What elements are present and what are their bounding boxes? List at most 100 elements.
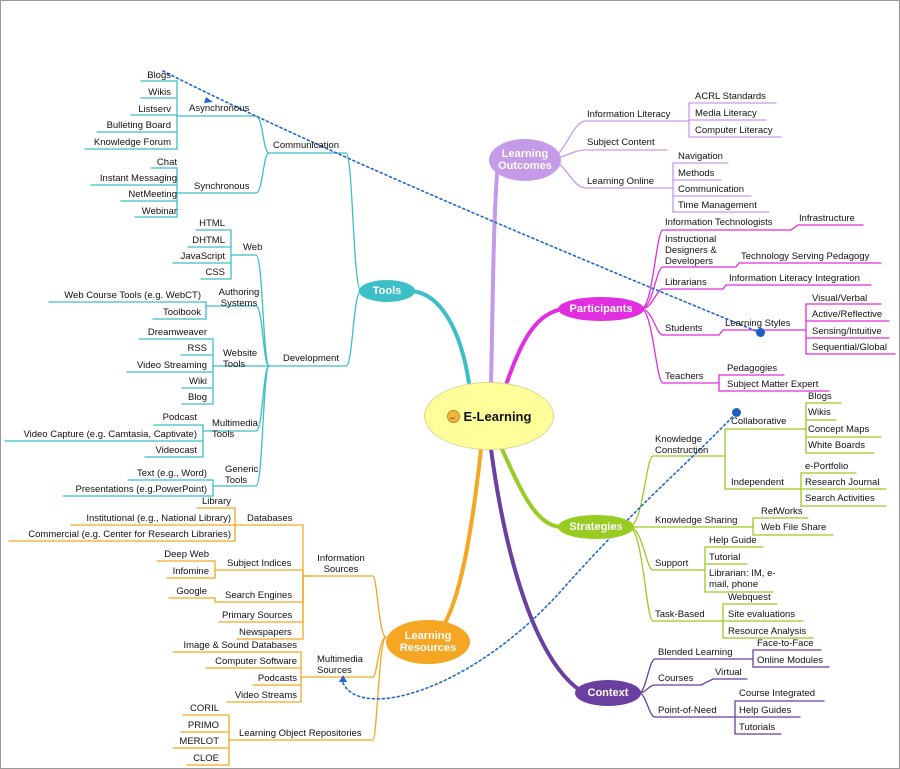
node-methods[interactable]: Methods [678,168,715,179]
node-subject-indices[interactable]: Subject Indices [227,558,292,569]
branch-context[interactable]: Context [575,680,641,706]
node-communication[interactable]: Communication [273,140,339,151]
node-blog[interactable]: Blog [187,392,207,403]
node-computer-software[interactable]: Computer Software [215,656,297,667]
node-knowledge-sharing[interactable]: Knowledge Sharing [655,515,738,526]
node-active-reflective[interactable]: Active/Reflective [812,309,883,320]
node-help-guide[interactable]: Help Guide [709,535,757,546]
node-wiki[interactable]: Wiki [189,376,207,387]
node-subject-content[interactable]: Subject Content [587,137,655,148]
central-node[interactable]: E-Learning [424,382,554,450]
node-search-engines[interactable]: Search Engines [225,590,293,601]
node-face-to-face[interactable]: Face-to-Face [757,638,814,649]
node-merlot[interactable]: MERLOT [179,736,219,747]
node-web-file-share[interactable]: Web File Share [761,522,827,533]
node-navigation[interactable]: Navigation [678,151,723,162]
node-point-of-need[interactable]: Point-of-Need [658,705,717,716]
node-site-evaluations[interactable]: Site evaluations [728,609,796,620]
node-google[interactable]: Google [176,586,207,597]
node-subject-matter-expert[interactable]: Subject Matter Expert [727,379,819,390]
branch-resources[interactable]: Learning Resources [386,620,470,664]
node-learning-online[interactable]: Learning Online [587,176,655,187]
node-information-literacy[interactable]: Information Literacy [587,109,671,120]
node-webinar[interactable]: Webinar [141,206,177,217]
node-webquest[interactable]: Webquest [728,592,771,603]
node-knowledge-forum[interactable]: Knowledge Forum [93,137,171,148]
branch-tools[interactable]: Tools [359,280,415,302]
node-dhtml[interactable]: DHTML [192,235,225,246]
node-resource-analysis[interactable]: Resource Analysis [728,626,807,637]
node-bulleting-board[interactable]: Bulleting Board [106,120,171,131]
node-knowledge-construction[interactable]: Knowledge Construction [655,434,709,456]
node-databases[interactable]: Databases [247,513,293,524]
node-development[interactable]: Development [283,353,339,364]
node-learning-styles[interactable]: Learning Styles [725,318,791,329]
node-task-based[interactable]: Task-Based [655,609,705,620]
node-info-lit-integration[interactable]: Information Literacy Integration [729,273,860,284]
node-acrl-standards[interactable]: ACRL Standards [695,91,766,102]
branch-outcomes[interactable]: Learning Outcomes [489,139,561,181]
node-listserv[interactable]: Listserv [138,104,171,115]
branch-participants[interactable]: Participants [558,297,644,321]
node-wikis[interactable]: Wikis [148,87,171,98]
node-presentations[interactable]: Presentations (e.g.PowerPoint) [75,484,207,495]
node-infrastructure[interactable]: Infrastructure [799,213,855,224]
node-online-modules[interactable]: Online Modules [757,655,824,666]
node-independent[interactable]: Independent [731,477,784,488]
node-rss[interactable]: RSS [187,343,207,354]
node-institutional[interactable]: Institutional (e.g., National Library) [86,513,231,524]
node-html[interactable]: HTML [199,218,225,229]
node-coril[interactable]: CORIL [189,703,219,714]
node-librarian-contact[interactable]: Librarian: IM, e-mail, phone [709,568,776,590]
node-javascript[interactable]: JavaScript [180,251,225,262]
node-video-capture[interactable]: Video Capture (e.g. Camtasia, Captivate) [23,429,197,440]
node-media-literacy[interactable]: Media Literacy [695,108,757,119]
node-deep-web[interactable]: Deep Web [164,549,209,560]
node-toolbook[interactable]: Toolbook [162,307,201,318]
node-communication-outcome[interactable]: Communication [678,184,744,195]
node-sequential-global[interactable]: Sequential/Global [812,342,887,353]
node-video-streaming[interactable]: Video Streaming [136,360,207,371]
node-teachers[interactable]: Teachers [665,371,704,382]
node-sensing-intuitive[interactable]: Sensing/Intuitive [812,326,882,337]
node-tutorial[interactable]: Tutorial [709,552,741,563]
node-research-journal[interactable]: Research Journal [805,477,880,488]
node-multimedia-sources[interactable]: Multimedia Sources [317,654,363,676]
node-primo[interactable]: PRIMO [187,720,219,731]
node-podcast[interactable]: Podcast [162,412,197,423]
node-computer-literacy[interactable]: Computer Literacy [695,125,773,136]
node-pedagogies[interactable]: Pedagogies [727,363,778,374]
node-support[interactable]: Support [655,558,689,569]
node-multimedia-tools[interactable]: Multimedia Tools [212,418,258,440]
node-blended-learning[interactable]: Blended Learning [658,647,733,658]
node-e-portfolio[interactable]: e-Portfolio [805,461,849,472]
node-asynchronous[interactable]: Asynchronous [189,103,250,114]
node-chat[interactable]: Chat [156,157,177,168]
node-generic-tools[interactable]: Generic Tools [225,464,259,486]
node-infomine[interactable]: Infomine [172,566,209,577]
node-primary-sources[interactable]: Primary Sources [222,610,293,621]
node-podcasts[interactable]: Podcasts [257,673,297,684]
node-css[interactable]: CSS [205,267,225,278]
node-video-streams[interactable]: Video Streams [234,690,297,701]
node-instructional-designers[interactable]: Instructional Designers & Developers [665,234,717,267]
node-students[interactable]: Students [665,323,703,334]
node-white-boards[interactable]: White Boards [808,440,866,451]
node-information-technologists[interactable]: Information Technologists [665,217,773,228]
node-authoring-systems[interactable]: Authoring Systems [218,287,260,309]
node-course-integrated[interactable]: Course Integrated [739,688,816,699]
node-synchronous[interactable]: Synchronous [194,181,250,192]
node-collaborative[interactable]: Collaborative [731,416,787,427]
branch-strategies[interactable]: Strategies [558,515,634,539]
node-commercial[interactable]: Commercial (e.g. Center for Research Lib… [28,529,231,540]
node-help-guides[interactable]: Help Guides [739,705,792,716]
node-learning-object-repositories[interactable]: Learning Object Repositories [239,728,362,739]
node-newspapers[interactable]: Newspapers [239,627,292,638]
node-image-sound-databases[interactable]: Image & Sound Databases [183,640,297,651]
node-tutorials[interactable]: Tutorials [739,722,776,733]
node-blogs[interactable]: Blogs [147,70,171,81]
node-web[interactable]: Web [243,242,263,253]
node-visual-verbal[interactable]: Visual/Verbal [812,293,868,304]
node-collab-blogs[interactable]: Blogs [808,391,832,402]
node-instant-messaging[interactable]: Instant Messaging [99,173,177,184]
